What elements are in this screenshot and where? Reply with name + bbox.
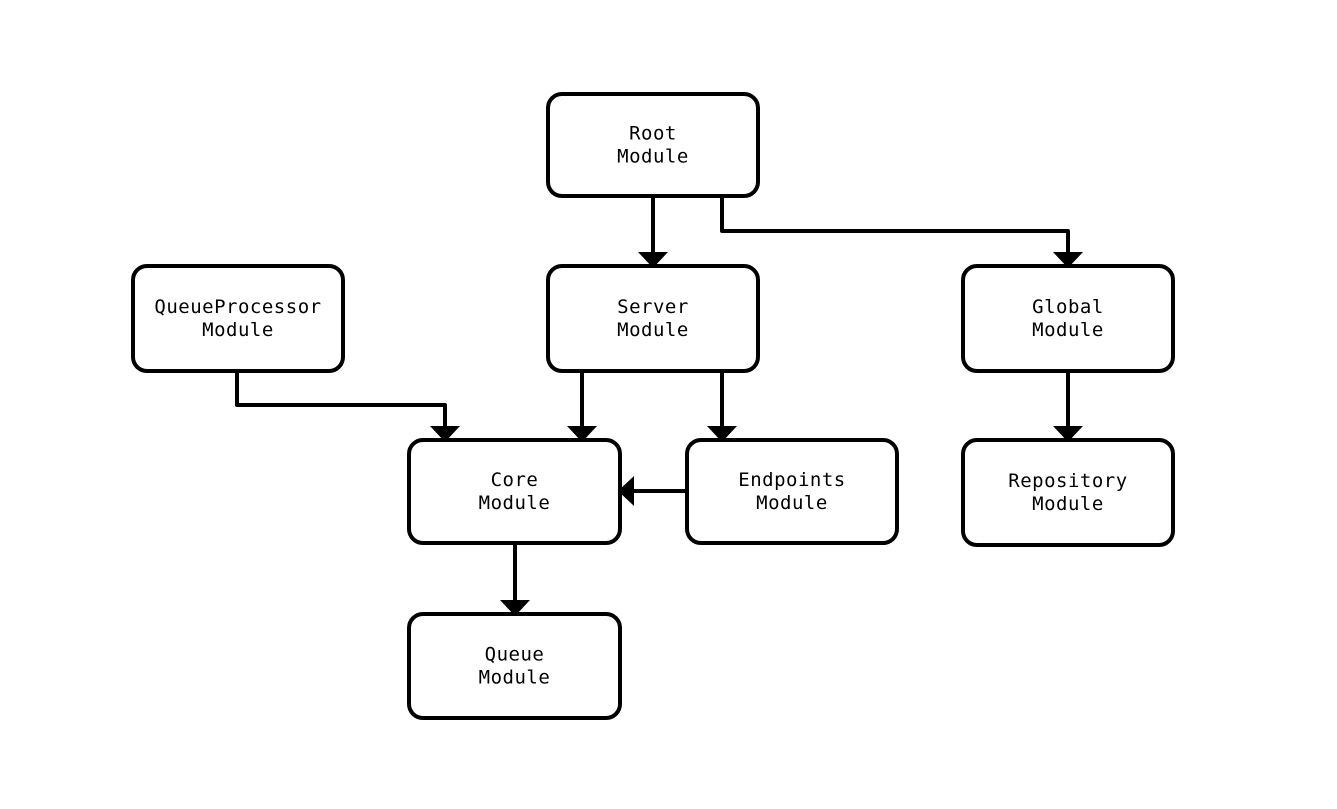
node-repository-label-line1: Repository [1008, 470, 1127, 492]
node-core-box[interactable] [407, 438, 622, 545]
head-root-to-global-arrowhead-icon [1053, 252, 1083, 268]
node-global-label-line1: Global [1032, 296, 1104, 318]
node-queue-box[interactable] [407, 612, 622, 720]
head-global-to-repository-arrowhead-icon [1053, 426, 1083, 442]
node-root-label-line1: Root [629, 123, 677, 145]
node-global-box[interactable] [961, 264, 1175, 373]
head-server-to-endpoints-arrowhead-icon [707, 426, 737, 442]
head-core-to-queue-arrowhead-icon [500, 600, 530, 616]
head-root-to-server-arrowhead-icon [638, 252, 668, 268]
node-repository-label-line2: Module [1032, 493, 1104, 515]
head-server-to-core-arrowhead-icon [567, 426, 597, 442]
node-core-label-line1: Core [491, 469, 539, 491]
edges-layer [235, 196, 1070, 600]
node-server-box[interactable] [546, 264, 760, 373]
node-global-label-line2: Module [1032, 319, 1104, 341]
node-core-label-line2: Module [479, 492, 551, 514]
node-queueprocessor-box[interactable] [131, 264, 345, 373]
head-endpoints-to-core-arrowhead-icon [618, 476, 634, 506]
arrowheads-layer [430, 252, 1083, 616]
node-root-label-line2: Module [617, 146, 689, 168]
node-queueprocessor-label-line1: QueueProcessor [154, 296, 321, 318]
node-queue-label-line1: Queue [485, 644, 545, 666]
edge-queueprocessor-to-core [235, 371, 447, 426]
nodes-layer: RootModuleQueueProcessorModuleServerModu… [131, 92, 1175, 720]
node-repository-box[interactable] [961, 438, 1175, 547]
head-queueprocessor-to-core-arrowhead-icon [430, 426, 460, 442]
node-queue-label-line2: Module [479, 667, 551, 689]
node-root-box[interactable] [546, 92, 760, 198]
edge-root-to-global [720, 196, 1070, 252]
node-endpoints-box[interactable] [685, 438, 899, 545]
node-server-label-line1: Server [617, 296, 689, 318]
node-endpoints-label-line2: Module [756, 492, 828, 514]
node-queueprocessor-label-line2: Module [202, 319, 274, 341]
node-endpoints-label-line1: Endpoints [738, 469, 845, 491]
node-server-label-line2: Module [617, 319, 689, 341]
